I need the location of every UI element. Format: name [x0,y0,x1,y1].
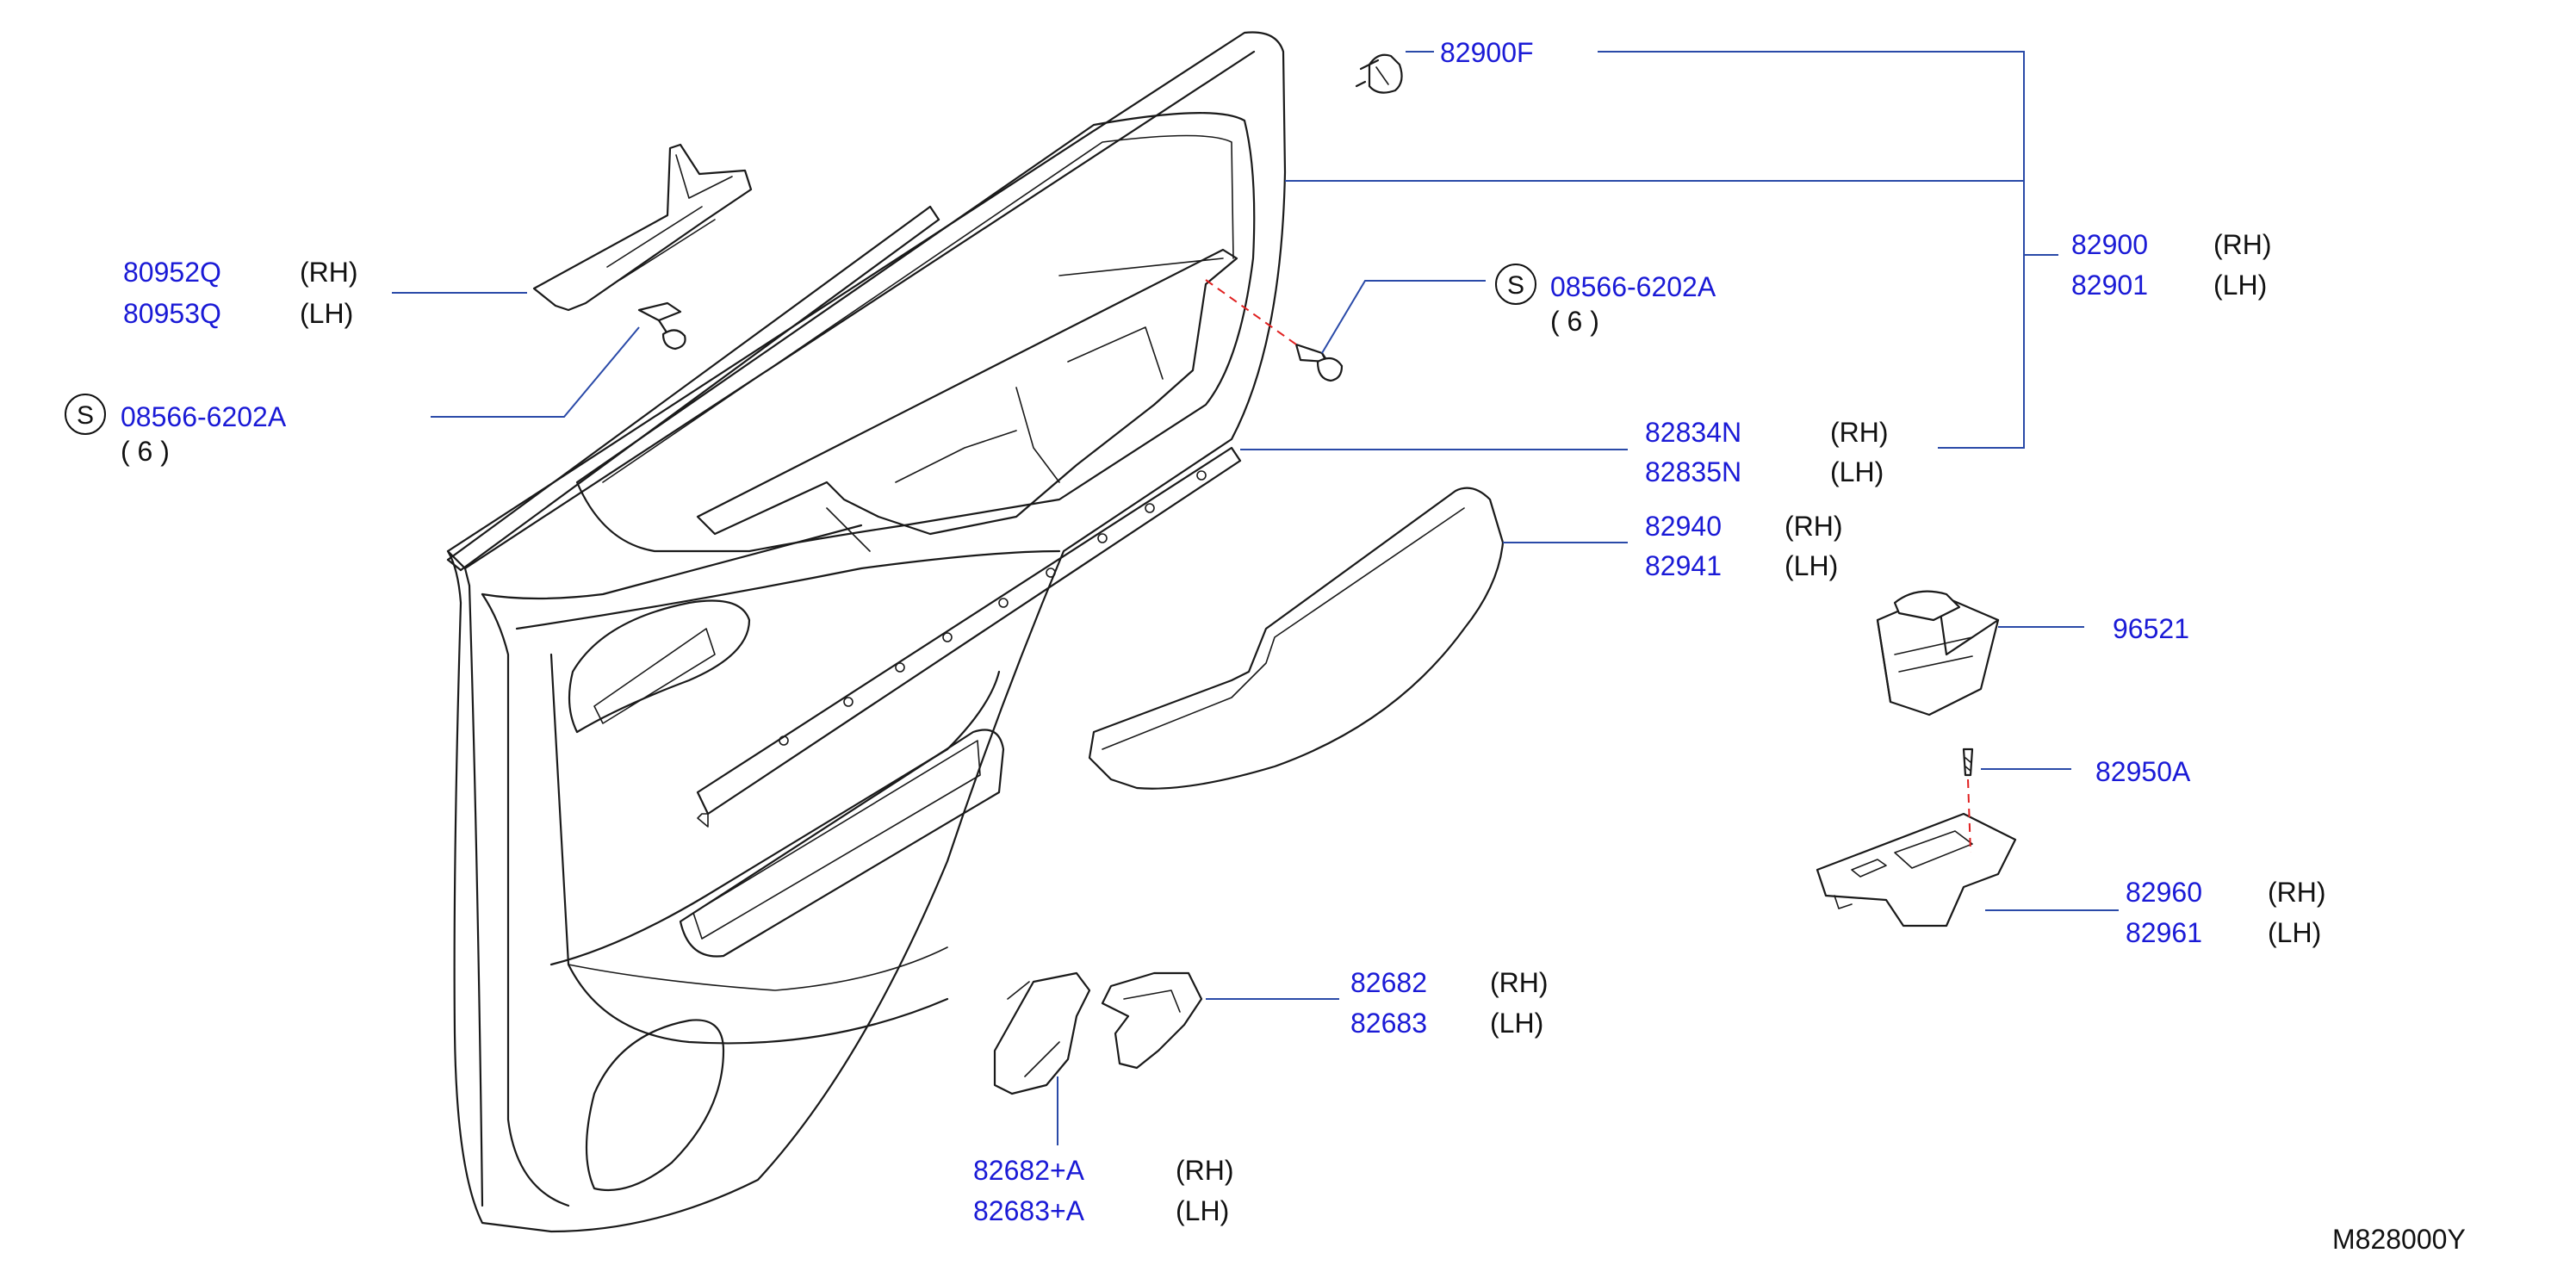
s-marker-right [1495,264,1536,305]
label-82683-side: (LH) [1490,1008,1543,1039]
label-82960-side: (RH) [2268,877,2326,908]
screw-left [637,301,686,351]
s-marker-right-letter: S [1507,271,1524,300]
label-82835N: 82835N [1645,456,1741,487]
diagram-code: M828000Y [2332,1224,2466,1255]
s-marker-left-letter: S [77,401,94,430]
switch-finisher [1816,812,2017,927]
leader-82900-bracket [1598,51,2025,449]
handle-escutcheon [1101,971,1203,1070]
upper-bezel-bracket [696,248,1238,552]
label-screw-right-qty: ( 6 ) [1550,306,1599,337]
label-80953Q-side: (LH) [300,298,353,329]
label-82682A: 82682+A [973,1155,1085,1186]
install-paths [1205,279,1971,853]
switch-screw [1962,748,1974,777]
label-82950A: 82950A [2095,756,2191,787]
label-82683: 82683 [1350,1008,1427,1039]
label-82682: 82682 [1350,967,1427,998]
label-screw-left-qty: ( 6 ) [121,436,170,467]
label-80953Q: 80953Q [123,298,221,329]
install-path-screw-right [1205,279,1297,345]
label-82834N: 82834N [1645,417,1741,448]
finisher-rail [696,446,1242,828]
label-82683A-side: (LH) [1176,1195,1229,1226]
label-82900F: 82900F [1440,37,1534,68]
label-82941: 82941 [1645,550,1722,581]
window-switch [1876,590,2000,717]
door-trim-panel [446,31,1287,1233]
label-82961: 82961 [2126,917,2202,948]
handle-housing [993,971,1091,1095]
pull-handle-bracket [532,143,753,312]
leader-lines [392,51,2119,1145]
label-82961-side: (LH) [2268,917,2321,948]
label-82682A-side: (RH) [1176,1155,1234,1186]
s-marker-left [65,394,106,435]
label-82834N-side: (RH) [1830,417,1889,448]
label-80952Q: 80952Q [123,257,221,288]
label-screw-right: 08566-6202A [1550,271,1716,302]
label-82900-side: (RH) [2213,229,2272,260]
trim-clip [1355,53,1403,94]
label-82682-side: (RH) [1490,967,1549,998]
label-82901-side: (LH) [2213,270,2267,301]
screw-right [1294,343,1344,382]
label-82835N-side: (LH) [1830,456,1884,487]
label-82901: 82901 [2071,270,2148,301]
label-82940-side: (RH) [1785,511,1843,542]
label-82900: 82900 [2071,229,2148,260]
label-82960: 82960 [2126,877,2202,908]
door-finisher-strip [446,205,940,572]
label-82941-side: (LH) [1785,550,1838,581]
label-82683A: 82683+A [973,1195,1085,1226]
label-96521: 96521 [2113,613,2189,644]
label-screw-left: 08566-6202A [121,401,287,432]
label-80952Q-side: (RH) [300,257,358,288]
leader-screw-right [1321,280,1486,354]
install-path-switch-screw [1967,779,1971,853]
armrest-pad [1088,487,1505,790]
leader-screw-left [431,326,640,418]
label-82940: 82940 [1645,511,1722,542]
labels: 82900F 80952Q (RH) 80953Q (LH) S 08566-6… [65,37,2466,1255]
